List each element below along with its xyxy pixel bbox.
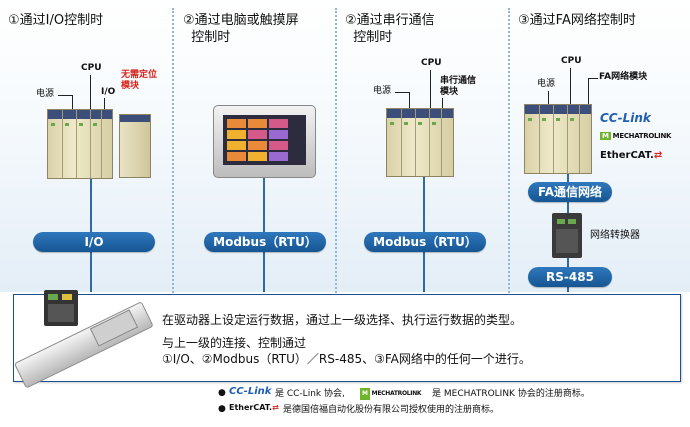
- leader-line: [588, 78, 589, 104]
- bus-label-modbus-touch-panel: Modbus（RTU）: [204, 232, 326, 252]
- leader-line: [104, 98, 105, 109]
- leader-line: [442, 98, 443, 108]
- leader-line: [58, 95, 72, 96]
- leader-line: [430, 70, 431, 108]
- leader-line: [588, 78, 598, 79]
- leader-line: [548, 91, 549, 104]
- leader-line: [90, 75, 91, 109]
- bus-label-modbus-serial: Modbus（RTU）: [364, 232, 486, 252]
- leader-line: [570, 68, 571, 104]
- info-line-3: ①I/O、②Modbus（RTU）／RS-485、③FA网络中的任何一个进行。: [162, 352, 531, 366]
- cc-link-logo: CC-Link: [600, 111, 651, 125]
- cc-link-logo: CC-Link: [229, 386, 272, 397]
- io-module: [119, 114, 151, 178]
- trademark-note-cclink: 是 CC-Link 协会,: [275, 389, 345, 399]
- label-io: I/O: [101, 87, 116, 97]
- trademark-note-ethercat: 是德国倍福自动化股份有限公司授权使用的注册商标。: [283, 405, 500, 415]
- column-title-fa-network: ③通过FA网络控制时: [518, 13, 636, 28]
- column-title-touch-panel: ②通过电脑或触摸屏 控制时: [183, 13, 299, 45]
- label-power: 电源: [537, 79, 556, 89]
- leader-line: [72, 95, 73, 109]
- column-title-io: ①通过I/O控制时: [8, 13, 104, 28]
- label-fa-network-module: FA网络模块: [599, 72, 648, 82]
- bullet: ●: [218, 404, 226, 414]
- trademark-note-mechatrolink: 是 MECHATROLINK 协会的注册商标。: [432, 389, 590, 399]
- bus-label-io: I/O: [33, 232, 155, 252]
- column-divider: [335, 8, 337, 293]
- ethercat-logo: EtherCAT.⇄: [229, 403, 279, 412]
- column-divider: [172, 8, 174, 293]
- plc-unit: [386, 108, 454, 177]
- info-line-1: 在驱动器上设定运行数据，通过上一级选择、执行运行数据的类型。: [162, 313, 523, 327]
- touch-panel-device: [213, 105, 316, 178]
- column-divider: [508, 8, 510, 293]
- label-cpu: CPU: [561, 56, 582, 66]
- actuator-product-image: [13, 284, 154, 389]
- label-no-positioning-module: 无需定位 模块: [121, 70, 158, 91]
- label-cpu: CPU: [421, 58, 442, 68]
- fa-network-label: FA通信网络: [528, 182, 612, 202]
- control-methods-panel: ①通过I/O控制时 ②通过电脑或触摸屏 控制时 ②通过串行通信 控制时 ③通过F…: [0, 0, 690, 293]
- info-line-2: 与上一级的连接、控制通过: [162, 336, 307, 350]
- label-power: 电源: [36, 89, 55, 99]
- column-title-serial: ②通过串行通信 控制时: [345, 13, 435, 45]
- label-power: 电源: [373, 86, 392, 96]
- plc-unit: [524, 104, 592, 174]
- bullet: ●: [218, 388, 226, 398]
- label-network-converter: 网络转换器: [590, 230, 640, 241]
- label-serial-module: 串行通信 模块: [440, 76, 477, 97]
- plc-unit: [47, 109, 113, 179]
- network-converter-device: [552, 213, 582, 258]
- ethercat-logo: EtherCAT.⇄: [600, 150, 663, 161]
- bus-label-rs485: RS-485: [528, 267, 612, 287]
- leader-line: [409, 92, 410, 108]
- leader-line: [395, 92, 409, 93]
- label-cpu: CPU: [81, 63, 102, 73]
